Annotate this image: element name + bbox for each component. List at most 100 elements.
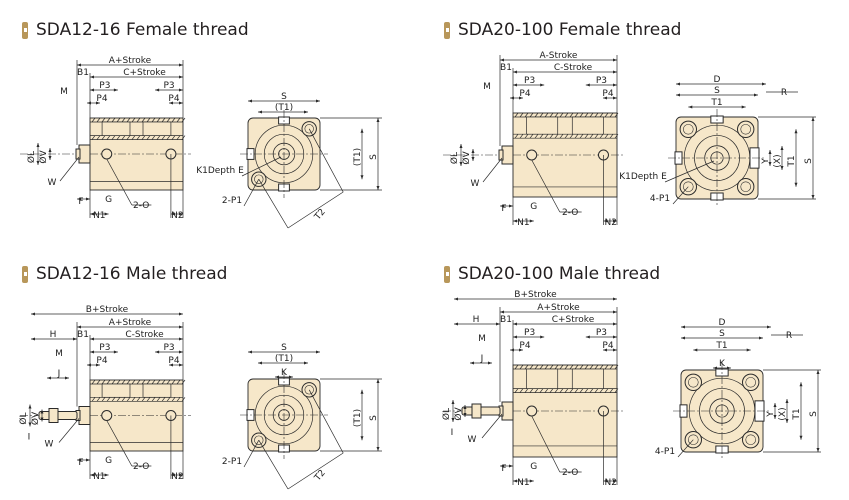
- dimension-line: [534, 364, 539, 370]
- label-panels-1-side-a: A-Stroke: [540, 51, 578, 61]
- dimension-line: [136, 397, 141, 402]
- dimension-line: [544, 364, 549, 370]
- dimension-line: [308, 128, 344, 193]
- arrow-icon: [170, 473, 183, 477]
- dimension-line: [96, 135, 101, 140]
- dimension-line: [599, 364, 604, 370]
- dimension-line: [604, 133, 609, 139]
- label-panels-0-end-p1: 2-P1: [222, 196, 242, 206]
- bolt-hole-inner: [683, 181, 694, 192]
- dimension-line: [258, 179, 289, 229]
- dimension-line: [539, 364, 544, 370]
- dimension-line: [589, 364, 594, 370]
- dimension-line: [599, 133, 604, 139]
- dimension-line: [243, 440, 260, 468]
- label-panels-3-end-sv: S: [809, 411, 819, 417]
- dimension-line: [554, 112, 559, 118]
- label-panels-3-side-o: 2-O: [562, 468, 578, 478]
- label-panels-3-end-k: K: [719, 359, 726, 369]
- dimension-line: [539, 133, 544, 139]
- bullet-marker-icon: [444, 21, 450, 39]
- dimension-line: [559, 364, 564, 370]
- dimension-line: [116, 397, 121, 402]
- label-panels-0-end-t2: T2: [312, 207, 328, 223]
- side-view: [20, 312, 191, 479]
- dimension-line: [106, 117, 111, 123]
- label-panels-0-end-t1: (T1): [275, 103, 293, 113]
- dimension-line: [171, 379, 176, 385]
- bolt-hole-inner: [683, 124, 694, 135]
- label-panels-1-side-g: G: [530, 202, 537, 212]
- dimension-line: [609, 388, 614, 393]
- arrow-icon: [603, 348, 617, 352]
- dimension-line: [176, 397, 181, 402]
- dimension-line: [534, 112, 539, 118]
- label-panels-3-side-b1: B1: [500, 315, 512, 325]
- bolt-hole-inner: [254, 174, 264, 184]
- dimension-line: [59, 156, 80, 182]
- dimension-line: [126, 117, 131, 123]
- label-panels-3-side-j: J: [480, 354, 484, 364]
- dimension-line: [599, 388, 604, 393]
- side-view: [443, 297, 625, 485]
- dimension-line: [524, 133, 529, 139]
- dimension-line: [151, 117, 156, 123]
- label-panels-1-side-v: ØV: [461, 151, 472, 165]
- dimension-line: [171, 117, 176, 123]
- dimension-line: [544, 112, 549, 118]
- dimension-line: [116, 379, 121, 385]
- dimension-line: [141, 379, 146, 385]
- label-panels-1-side-b1: B1: [500, 63, 512, 73]
- label-panels-2-side-w: W: [45, 440, 54, 450]
- bolt-hole-inner: [740, 124, 751, 135]
- label-panels-3-side-n2: N2: [605, 478, 617, 488]
- dimension-line: [529, 364, 534, 370]
- label-panels-3-end-y: Y: [766, 411, 776, 418]
- dimension-line: [141, 135, 146, 140]
- dimension-line: [579, 133, 584, 139]
- dimension-line: [111, 117, 116, 123]
- dimension-line: [151, 379, 156, 385]
- dimension-line: [146, 135, 151, 140]
- label-panels-3-side-n1: N1: [517, 478, 529, 488]
- dimension-line: [106, 379, 111, 385]
- label-panels-2-end-sv: S: [369, 415, 379, 421]
- bullet-marker-icon: [22, 265, 28, 283]
- label-panels-2-side-c: C-Stroke: [125, 330, 164, 340]
- dimension-line: [156, 379, 161, 385]
- side-view: [443, 55, 625, 225]
- label-panels-2-end-k: K: [281, 368, 288, 378]
- label-panels-2-side-p4: P4: [168, 356, 179, 366]
- dimension-line: [166, 135, 171, 140]
- dimension-line: [559, 112, 564, 118]
- label-panels-1-side-l: ØL: [449, 152, 460, 164]
- label-panels-3-end-s: S: [719, 329, 725, 339]
- end-view: [240, 99, 382, 229]
- dimension-line: [146, 397, 151, 402]
- rod-flange: [501, 401, 514, 421]
- dimension-line: [161, 117, 166, 123]
- rod-nut: [471, 403, 482, 419]
- label-panels-0-side-b1: B1: [77, 68, 89, 78]
- dimension-line: [579, 388, 584, 393]
- dimension-line: [514, 133, 519, 139]
- label-panels-3-end-t1: T1: [715, 341, 727, 351]
- dimension-line: [91, 135, 96, 140]
- port-hole: [526, 149, 538, 161]
- dimension-line: [131, 135, 136, 140]
- dimension-line: [136, 117, 141, 123]
- dimension-line: [166, 117, 171, 123]
- dimension-line: [96, 379, 101, 385]
- dimension-line: [161, 397, 166, 402]
- label-panels-1-end-s: S: [714, 86, 720, 96]
- dimension-line: [604, 364, 609, 370]
- title-text: SDA12-16 Female thread: [36, 20, 249, 40]
- label-panels-0-side-l: ØL: [26, 151, 37, 163]
- label-panels-3-end-d: D: [719, 318, 726, 328]
- label-panels-3-end-x: (X): [778, 407, 788, 420]
- title-text: SDA20-100 Female thread: [458, 20, 682, 40]
- label-panels-0-end-k1: K1Depth E: [196, 166, 244, 176]
- rod-flange: [78, 406, 91, 425]
- label-panels-2-end-t1: (T1): [275, 354, 293, 364]
- dimension-line: [584, 364, 589, 370]
